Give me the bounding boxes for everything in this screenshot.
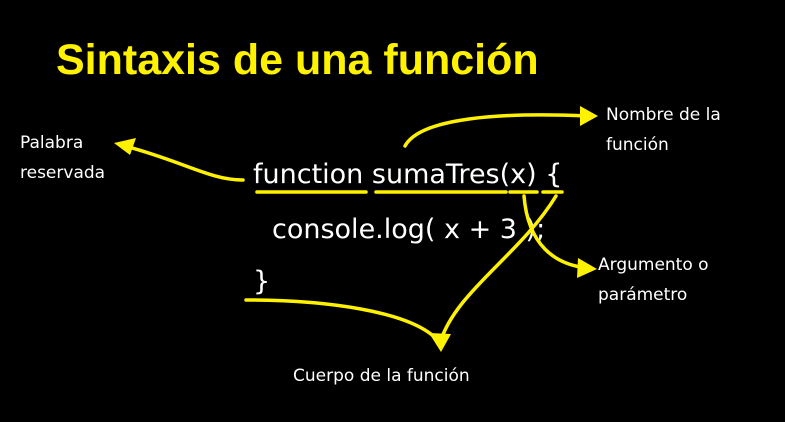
label-argument-line2: parámetro	[598, 285, 688, 305]
code-open-brace: {	[545, 159, 563, 190]
arrowhead-function-name	[580, 106, 598, 126]
code-keyword: function	[253, 159, 364, 190]
label-reserved-word-line2: reservada	[20, 163, 106, 183]
arrow-close-brace-to-body	[244, 298, 442, 345]
arrowhead-reserved-word	[114, 138, 136, 155]
label-reserved-word-line1: Palabra	[20, 133, 84, 153]
code-line-body: console.log( x + 3 );	[272, 214, 546, 245]
arrow-to-argument	[522, 194, 590, 270]
label-function-name-line1: Nombre de la	[606, 105, 721, 125]
label-argument-line1: Argumento o	[598, 255, 709, 275]
label-function-name: Nombre de la función	[606, 100, 721, 160]
code-close-brace: }	[253, 266, 271, 297]
label-reserved-word: Palabra reservada	[20, 128, 105, 188]
label-argument: Argumento o parámetro	[598, 250, 709, 310]
arrow-to-function-name	[403, 113, 590, 148]
code-function-name: sumaTres	[371, 159, 500, 190]
arrowhead-argument	[577, 258, 597, 278]
arrowhead-body	[429, 333, 451, 352]
code-parameter: (x)	[499, 159, 537, 190]
label-function-name-line2: función	[606, 135, 669, 155]
label-body: Cuerpo de la función	[293, 366, 470, 386]
page-title: Sintaxis de una función	[56, 36, 539, 84]
code-line-signature: function sumaTres(x) {	[253, 157, 562, 193]
arrowheads	[114, 106, 598, 352]
arrow-brace-to-body	[438, 194, 558, 345]
arrow-to-reserved-word	[123, 144, 245, 182]
